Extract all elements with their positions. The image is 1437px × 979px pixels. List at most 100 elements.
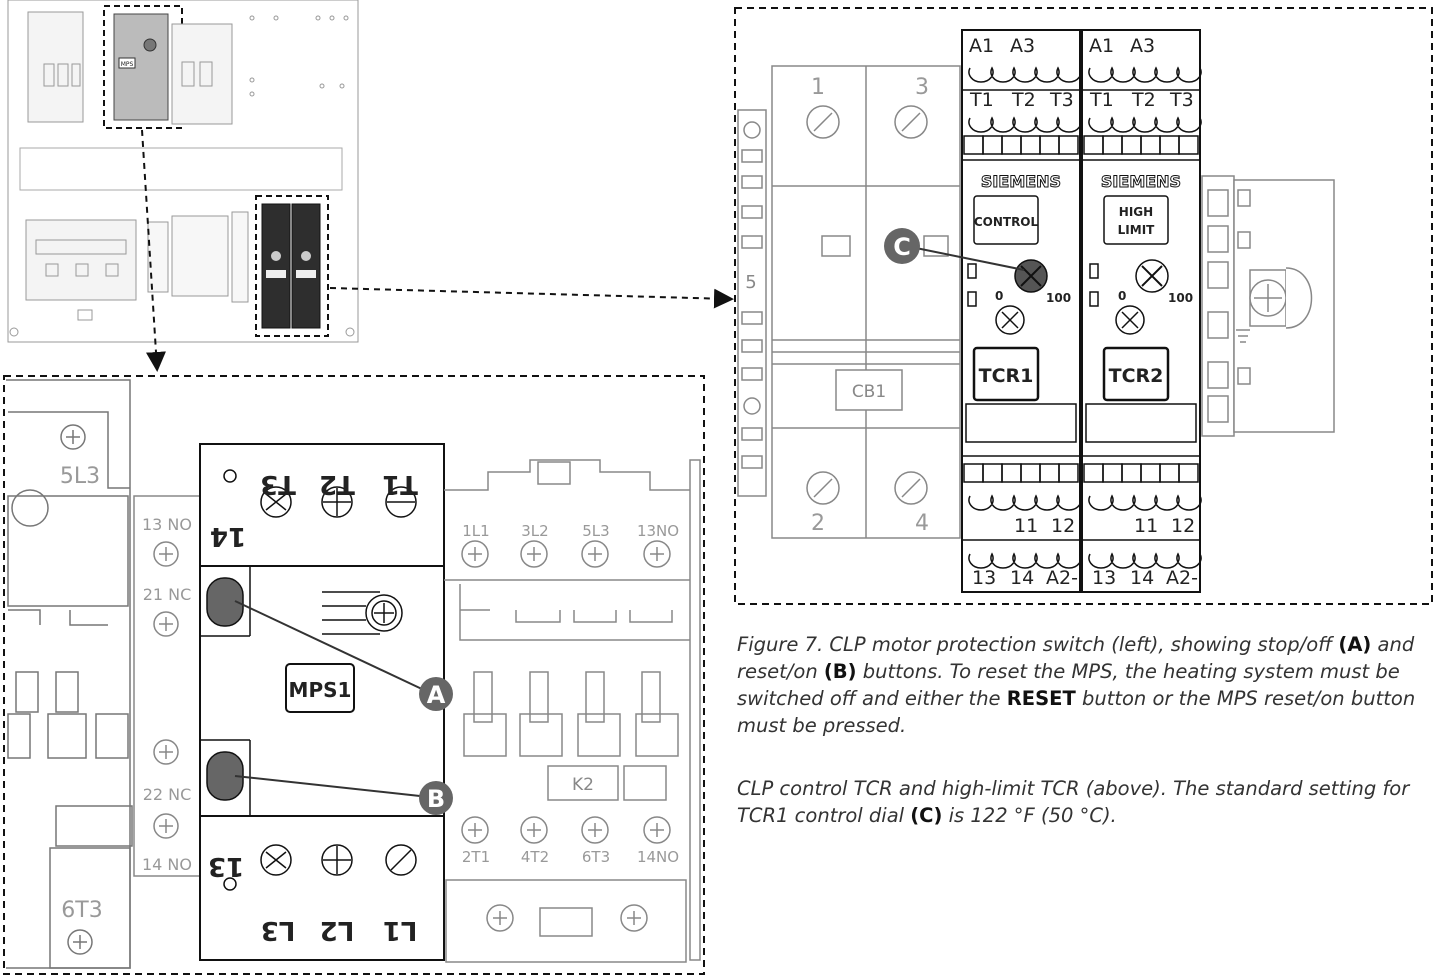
arrow-to-tcr-detail <box>329 287 734 309</box>
tcr2-term-t3: T3 <box>1169 89 1194 111</box>
label-6T3: 6T3 <box>61 898 102 923</box>
right-contactor-screws-top <box>461 540 671 568</box>
tcr1-term-a2: A2- <box>1046 567 1078 589</box>
caption-paragraph-1: Figure 7. CLP motor protection switch (l… <box>737 631 1433 739</box>
tcr2-name: TCR2 <box>1109 365 1164 387</box>
overview-tcr-highlight <box>255 195 329 337</box>
relay-label-k2: K2 <box>572 775 594 795</box>
mps-bottom-term-l3: L3 <box>261 915 296 945</box>
caption-key-b: (B) <box>823 660 857 683</box>
tcr1-term-t1: T1 <box>969 89 994 111</box>
circuit-breaker <box>771 65 961 539</box>
tcr1-brand: SIEMENS <box>981 172 1061 191</box>
callout-a: A <box>427 681 446 709</box>
tcr2-term-a3: A3 <box>1130 35 1155 57</box>
breaker-number-2: 2 <box>811 511 825 536</box>
caption-key-c: (C) <box>910 804 943 827</box>
rail-number-5: 5 <box>745 272 756 293</box>
tcr1-term-t3: T3 <box>1049 89 1074 111</box>
tcr2-term-14: 14 <box>1130 567 1154 589</box>
contactor-term-3l2: 3L2 <box>521 522 548 540</box>
breaker-number-1: 1 <box>811 75 825 100</box>
right-contactor-screws-bottom <box>461 816 671 844</box>
mps-top-term-t2: T2 <box>319 469 355 499</box>
tcr1-term-14: 14 <box>1010 567 1034 589</box>
overview-contactor-left <box>27 11 84 123</box>
tcr2-term-t1: T1 <box>1089 89 1114 111</box>
breaker-number-3: 3 <box>915 75 929 100</box>
tcr2-brand: SIEMENS <box>1101 172 1181 191</box>
tcr2-term-12: 12 <box>1171 515 1195 537</box>
tcr1-term-12: 12 <box>1051 515 1075 537</box>
caption-p1-text-b: and reset/on <box>737 633 1415 683</box>
caption-paragraph-2: CLP control TCR and high-limit TCR (abov… <box>737 775 1433 829</box>
overview-mount-holes <box>249 15 349 97</box>
callout-c: C <box>893 233 911 261</box>
overview-mps-label: MPS <box>121 61 134 68</box>
tcr1-term-t2: T2 <box>1011 89 1036 111</box>
tcr2-term-t2: T2 <box>1131 89 1156 111</box>
caption-key-a: (A) <box>1338 633 1372 656</box>
right-contactor <box>444 459 701 963</box>
aux-label-22nc: 22 NC <box>143 785 192 804</box>
contactor-term-6t3: 6T3 <box>582 848 610 866</box>
callout-b-leader <box>234 775 421 797</box>
tcr1-dial-max: 100 <box>1046 291 1071 305</box>
mps-bottom-screws <box>223 844 417 891</box>
tcr2-function-line2: LIMIT <box>1118 223 1156 237</box>
tcr1-function: CONTROL <box>974 215 1039 229</box>
contactor-term-1l1: 1L1 <box>462 522 489 540</box>
caption-p1-text-c: buttons. To reset the MPS, the heating s… <box>737 660 1400 710</box>
mps-stop-off-button[interactable] <box>206 577 244 627</box>
mps-bottom-term-l1: L1 <box>383 915 418 945</box>
arrow-to-mps-detail <box>141 129 166 372</box>
mps-setting-dial[interactable] <box>322 591 403 635</box>
mps-top-term-t1: T1 <box>382 469 418 499</box>
contactor-term-4t2: 4T2 <box>521 848 549 866</box>
left-terminal-rail <box>737 109 767 497</box>
tcr1-term-a1: A1 <box>969 35 994 57</box>
overview-contactor-bottom <box>25 219 137 301</box>
overview-contactor-right <box>171 23 233 125</box>
contactor-term-2t1: 2T1 <box>462 848 490 866</box>
tcr-module-1: A1 A3 T1 T2 T3 SIEMENS CONTROL 0 100 TCR… <box>961 29 1082 593</box>
aux-label-13no: 13 NO <box>142 515 192 534</box>
tcr1-term-13: 13 <box>972 567 996 589</box>
mps-bottom-term-l2: L2 <box>320 915 355 945</box>
tcr2-dial-max: 100 <box>1168 291 1193 305</box>
tcr2-term-a2: A2- <box>1166 567 1198 589</box>
callout-b: B <box>427 785 445 813</box>
mps-aux-14: 14 <box>210 521 246 551</box>
tcr1-term-11: 11 <box>1014 515 1038 537</box>
tcr2-term-13: 13 <box>1092 567 1116 589</box>
tcr-module-2: A1 A3 T1 T2 T3 SIEMENS HIGH LIMIT 0 100 … <box>1081 29 1202 593</box>
aux-label-21nc: 21 NC <box>143 585 192 604</box>
caption-p1-text-d: button or the MPS reset/on button must b… <box>737 687 1416 737</box>
mps-device-label: MPS1 <box>289 678 352 702</box>
mps-switch: T3 T2 T1 14 L3 L2 L1 13 MPS1 <box>199 443 445 961</box>
overview-mps: MPS <box>113 13 169 121</box>
breaker-number-4: 4 <box>915 511 929 536</box>
overview-panel: MPS <box>7 0 359 343</box>
mps-top-screws <box>223 469 417 518</box>
caption-p2-text-b: is 122 °F (50 °C). <box>942 804 1117 827</box>
tcr2-term-11: 11 <box>1134 515 1158 537</box>
callout-c-badge <box>884 228 920 264</box>
mps-label-plate <box>285 663 355 713</box>
tcr1-dial-min: 0 <box>995 289 1003 303</box>
breaker-label-cb1: CB1 <box>852 382 886 402</box>
mps-top-term-t3: T3 <box>260 469 296 499</box>
mps-aux-13: 13 <box>208 851 244 881</box>
contactor-term-13no: 13NO <box>637 522 679 540</box>
aux-label-14no: 14 NO <box>142 855 192 874</box>
tcr2-function-line1: HIGH <box>1119 205 1153 219</box>
overview-tcr-pair <box>261 203 321 329</box>
contactor-term-5l3: 5L3 <box>582 522 609 540</box>
contactor-term-14no: 14NO <box>637 848 679 866</box>
callout-c-leader <box>915 247 1025 271</box>
right-terminal-rail <box>1201 175 1335 437</box>
tcr1-term-a3: A3 <box>1010 35 1035 57</box>
tcr1-name: TCR1 <box>979 365 1034 387</box>
tcr2-dial-min: 0 <box>1118 289 1126 303</box>
